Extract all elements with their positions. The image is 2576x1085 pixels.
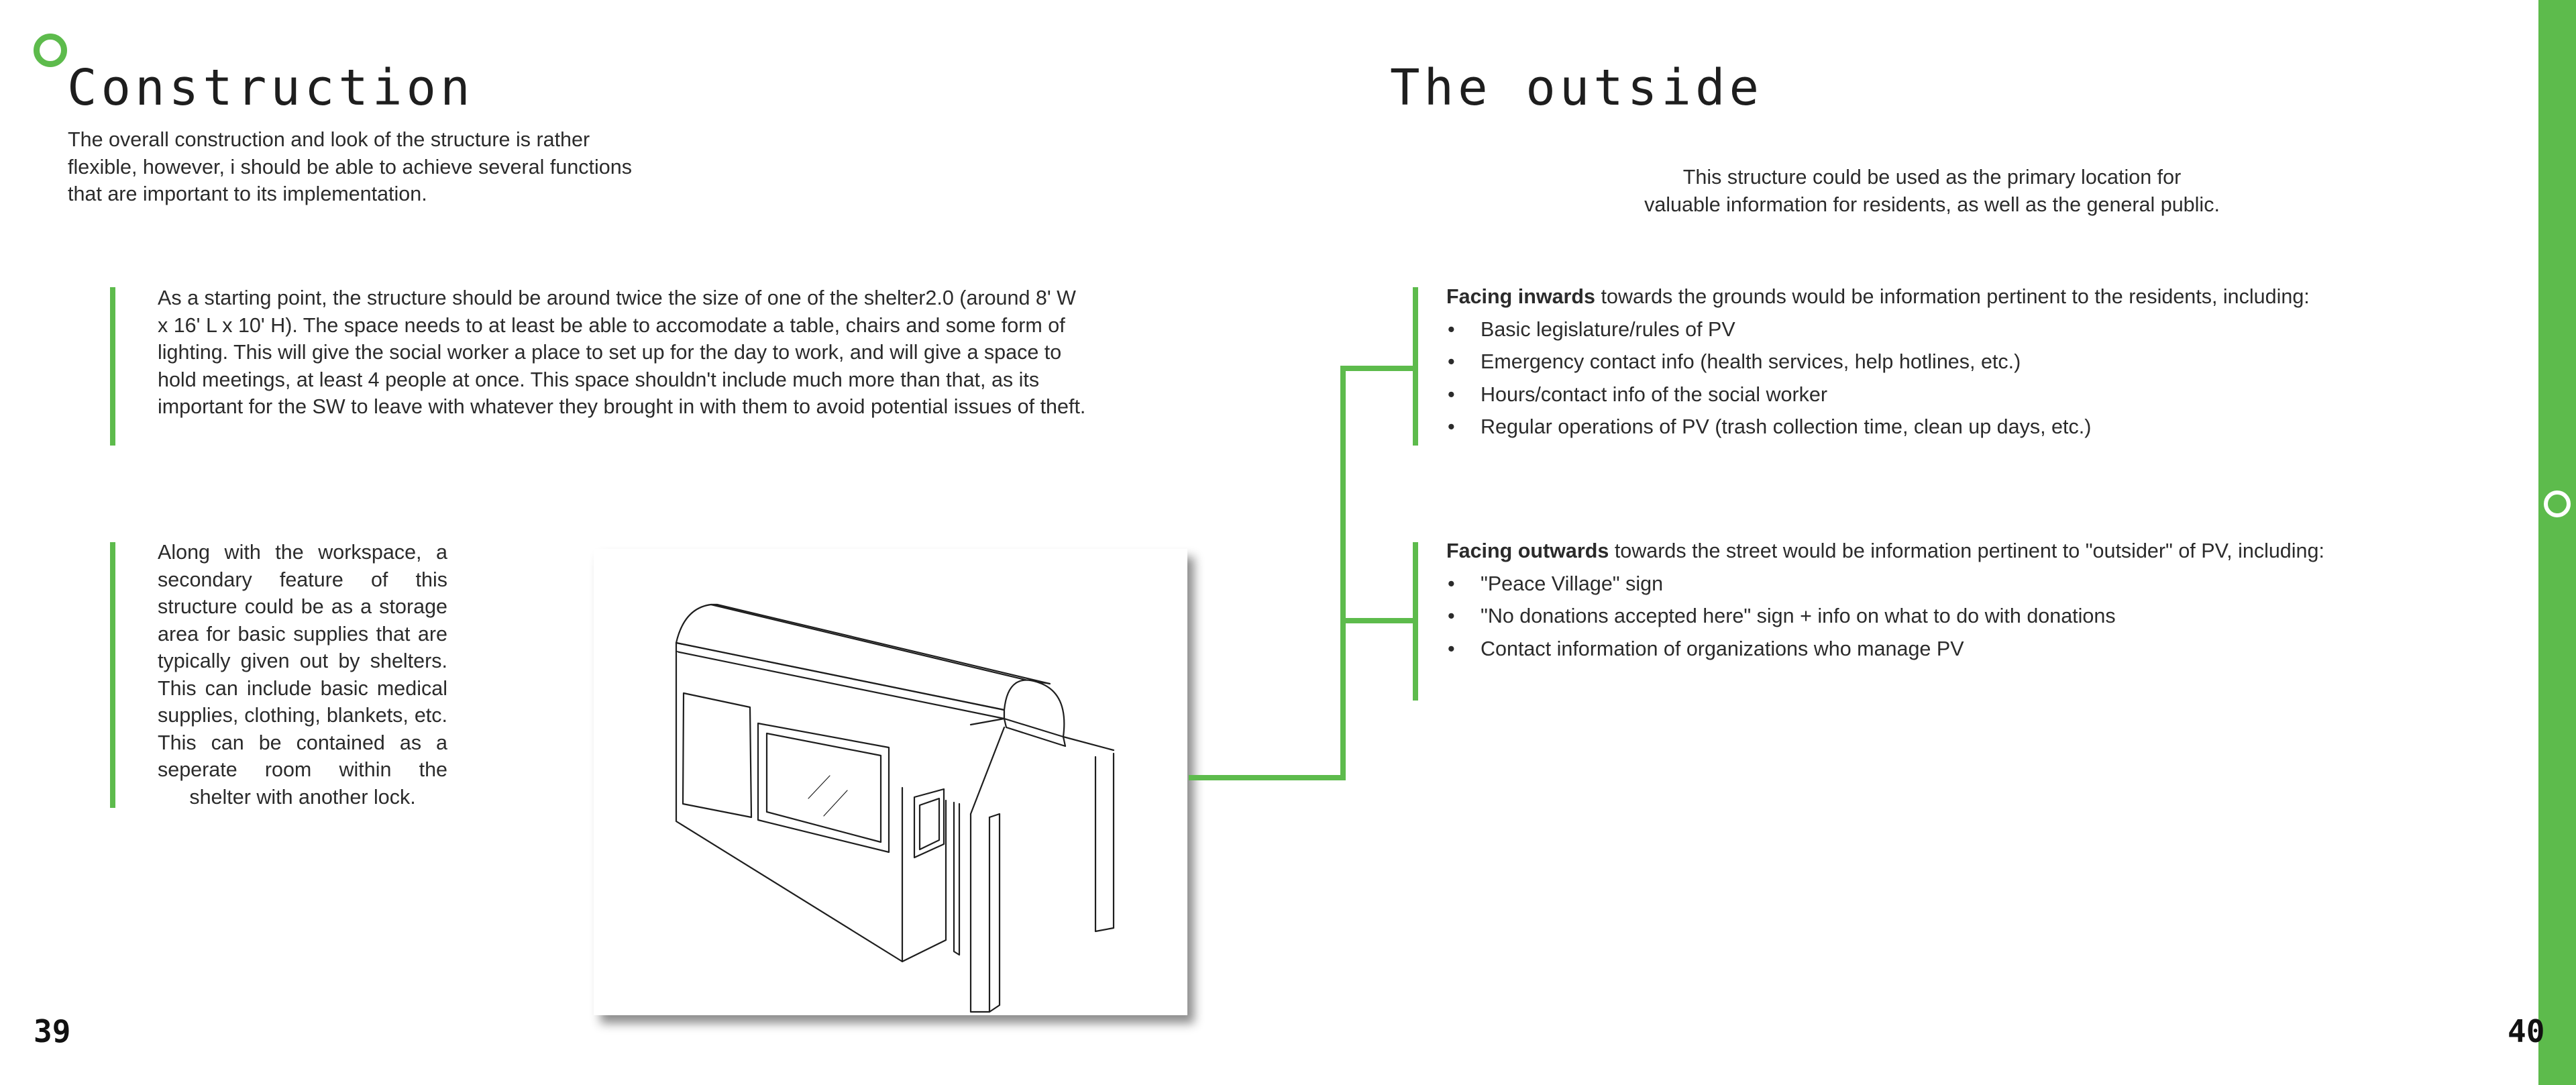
connector-horizontal bbox=[1189, 775, 1343, 780]
connector-branch-outwards bbox=[1340, 618, 1415, 623]
facing-inwards-description: towards the grounds would be information… bbox=[1595, 285, 2310, 308]
facing-inwards-section: Facing inwards towards the grounds would… bbox=[1446, 283, 2520, 441]
page-edge-accent-strip bbox=[2538, 0, 2576, 1085]
structure-sketch-image bbox=[594, 549, 1187, 1015]
page-number-right: 40 bbox=[2508, 1013, 2545, 1049]
outside-intro-line2: valuable information for residents, as w… bbox=[1644, 193, 2220, 216]
list-item: • Regular operations of PV (trash collect… bbox=[1446, 413, 2520, 441]
shelter-sketch-illustration bbox=[675, 603, 1115, 1013]
list-item: • Hours/contact info of the social worker bbox=[1446, 381, 2520, 409]
list-item-text: Hours/contact info of the social worker bbox=[1481, 382, 1828, 406]
connector-vertical bbox=[1340, 366, 1346, 780]
facing-outwards-section: Facing outwards towards the street would… bbox=[1446, 537, 2533, 662]
list-item-text: Contact information of organizations who… bbox=[1481, 637, 1964, 660]
ring-marker-right-edge-icon bbox=[2544, 490, 2571, 517]
list-item-text: Regular operations of PV (trash collecti… bbox=[1481, 415, 2092, 438]
list-item: • Basic legislature/rules of PV bbox=[1446, 316, 2520, 344]
ring-marker-top-left-icon bbox=[34, 34, 67, 67]
construction-title: Construction bbox=[67, 59, 474, 117]
paragraph1-accent-bar bbox=[110, 287, 115, 446]
construction-intro: The overall construction and look of the… bbox=[68, 128, 632, 205]
facing-outwards-description: towards the street would be information … bbox=[1609, 539, 2324, 562]
facing-outwards-heading: Facing outwards towards the street would… bbox=[1446, 537, 2533, 565]
bullet-icon: • bbox=[1448, 572, 1455, 595]
list-item: • Contact information of organizations wh… bbox=[1446, 635, 2533, 663]
inwards-accent-bar bbox=[1413, 287, 1418, 446]
bullet-icon: • bbox=[1448, 637, 1455, 660]
outside-title: The outside bbox=[1390, 59, 1764, 117]
construction-paragraph-workspace: As a starting point, the structure shoul… bbox=[158, 287, 1086, 418]
facing-inwards-label: Facing inwards bbox=[1446, 285, 1596, 308]
paragraph2-accent-bar bbox=[110, 542, 115, 808]
page-number-left: 39 bbox=[34, 1013, 71, 1049]
connector-branch-inwards bbox=[1340, 366, 1415, 371]
list-item-text: Basic legislature/rules of PV bbox=[1481, 317, 1735, 341]
facing-inwards-list: • Basic legislature/rules of PV • Emergenc… bbox=[1446, 316, 2520, 441]
bullet-icon: • bbox=[1448, 382, 1455, 406]
outwards-accent-bar bbox=[1413, 542, 1418, 701]
outside-intro: This structure could be used as the prim… bbox=[1536, 164, 2328, 218]
bullet-icon: • bbox=[1448, 317, 1455, 341]
construction-paragraph-storage: Along with the workspace, a secondary fe… bbox=[158, 541, 447, 809]
list-item-text: "No donations accepted here" sign + info… bbox=[1481, 605, 2116, 627]
bullet-icon: • bbox=[1448, 415, 1455, 438]
list-item-text: Emergency contact info (health services,… bbox=[1481, 350, 2021, 373]
bullet-icon: • bbox=[1448, 605, 1455, 627]
outside-intro-line1: This structure could be used as the prim… bbox=[1682, 166, 2182, 189]
facing-inwards-heading: Facing inwards towards the grounds would… bbox=[1446, 283, 2520, 311]
list-item: • "Peace Village" sign bbox=[1446, 570, 2533, 598]
list-item-text: "Peace Village" sign bbox=[1481, 572, 1664, 595]
list-item: • "No donations accepted here" sign + inf… bbox=[1446, 603, 2533, 630]
list-item: • Emergency contact info (health services… bbox=[1446, 348, 2520, 376]
facing-outwards-list: • "Peace Village" sign • "No donations acc… bbox=[1446, 570, 2533, 663]
bullet-icon: • bbox=[1448, 350, 1455, 373]
facing-outwards-label: Facing outwards bbox=[1446, 539, 1609, 562]
